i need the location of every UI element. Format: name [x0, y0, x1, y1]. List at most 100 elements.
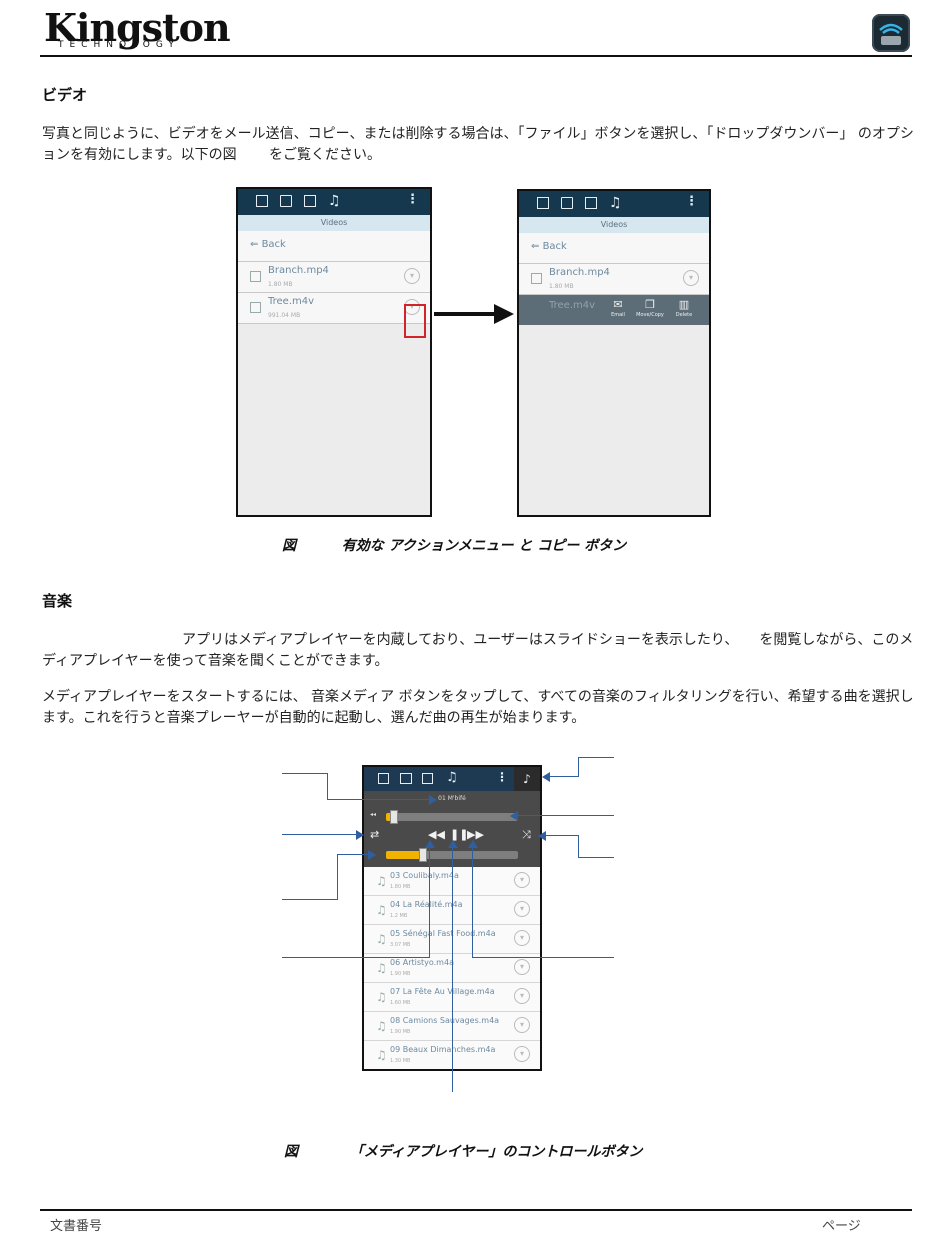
dropdown-icon: ▾ — [514, 959, 530, 975]
video-icon — [304, 195, 316, 207]
video-paragraph: 写真と同じように、ビデオをメール送信、コピー、または削除する場合は、「ファイル」… — [42, 126, 914, 163]
photo-icon — [280, 195, 292, 207]
now-playing-title: 01 M'bifé — [438, 795, 466, 802]
progress-knob — [419, 848, 427, 862]
kingston-logo: Kingston — [44, 5, 231, 50]
song-title: 06 Artistyo.m4a — [390, 958, 454, 967]
email-icon: ✉ — [613, 298, 623, 311]
file-name: Branch.mp4 — [268, 265, 329, 276]
dropdown-icon: ▾ — [514, 988, 530, 1004]
shuffle-icon: ⤨ — [522, 828, 531, 841]
song-size: 1.60 MB — [390, 1000, 411, 1006]
wifi-drive-app-icon — [872, 14, 910, 52]
more-icon: ⋮ — [685, 194, 698, 209]
document-icon — [537, 197, 549, 209]
callout-line — [327, 773, 328, 800]
callout-arrow-icon — [510, 811, 518, 821]
caption-text: 有効な アクションメニュー と コピー ボタン — [341, 538, 627, 554]
callout-line — [546, 835, 579, 836]
figure-caption-video: 図 有効な アクションメニュー と コピー ボタン — [282, 535, 626, 555]
footer-rule — [40, 1209, 912, 1211]
song-title: 04 La Réalité.m4a — [390, 900, 463, 909]
copy-icon: ❐ — [645, 298, 655, 311]
doc-number-label: 文書番号 — [50, 1219, 103, 1234]
video-icon — [585, 197, 597, 209]
callout-arrow-icon — [356, 830, 364, 840]
callout-arrow-icon — [425, 840, 435, 848]
callout-line — [578, 757, 579, 777]
callout-line — [578, 757, 614, 758]
music-file-icon: ♫ — [376, 1048, 387, 1062]
video-phone-after: ♫ ⋮ Videos ⇐ Back Branch.mp4 1.80 MB ▾ T… — [517, 189, 711, 517]
callout-line — [337, 854, 368, 855]
back-label: ⇐ Back — [250, 239, 286, 250]
pause-icon: ❚❚ — [450, 828, 469, 841]
video-file-icon — [250, 302, 261, 313]
dropdown-highlight-box — [404, 304, 426, 338]
callout-line — [550, 776, 579, 777]
document-icon — [378, 773, 389, 784]
more-icon: ⋮ — [496, 770, 508, 784]
file-size: 1.80 MB — [549, 283, 574, 290]
volume-knob — [390, 810, 398, 824]
song-title: 07 La Fête Au Village.m4a — [390, 987, 495, 996]
song-size: 1.30 MB — [390, 1058, 411, 1064]
callout-line — [429, 848, 430, 958]
music-file-icon: ♫ — [376, 903, 387, 917]
caption-text: 「メディアプレイヤー」のコントロールボタン — [349, 1144, 643, 1160]
callout-line — [472, 957, 614, 958]
callout-line — [472, 848, 473, 958]
phone-tab-bar: ♫ ⋮ — [519, 191, 709, 217]
caption-fig-label: 図 — [282, 538, 296, 554]
email-button: ✉ Email — [603, 299, 633, 319]
document-icon — [256, 195, 268, 207]
dropdown-icon: ▾ — [514, 901, 530, 917]
email-label: Email — [611, 312, 625, 318]
dropdown-icon: ▾ — [514, 1017, 530, 1033]
photo-icon — [561, 197, 573, 209]
callout-arrow-icon — [542, 772, 550, 782]
music-file-icon: ♫ — [376, 990, 387, 1004]
file-name: Branch.mp4 — [549, 267, 610, 278]
file-size: 1.80 MB — [268, 281, 293, 288]
dropdown-icon: ▾ — [514, 1046, 530, 1062]
repeat-icon: ⇄ — [370, 828, 380, 841]
video-heading: ビデオ — [42, 86, 88, 104]
delete-button: ▥ Delete — [669, 299, 699, 319]
trash-icon: ▥ — [678, 298, 690, 311]
back-row: ⇐ Back — [238, 231, 430, 262]
music-paragraph-2: メディアプレイヤーをスタートするには、 音楽メディア ボタンをタップして、すべて… — [42, 689, 914, 726]
previous-icon: ◀◀ — [428, 828, 445, 841]
song-size: 1.90 MB — [390, 1029, 411, 1035]
callout-line — [282, 899, 338, 900]
file-name: Tree.m4v — [549, 300, 596, 311]
song-size: 1.80 MB — [390, 884, 411, 890]
phone-subbar: Videos — [519, 217, 709, 233]
video-icon — [422, 773, 433, 784]
music-paragraph-1: アプリはメディアプレイヤーを内蔵しており、ユーザーはスライドショーを表示したり、… — [42, 632, 914, 669]
callout-line — [578, 857, 614, 858]
volume-icon: ◂◂ — [370, 811, 377, 818]
kingston-logo-sub: TECHNOLOGY — [58, 40, 180, 50]
video-file-icon — [250, 271, 261, 282]
file-name: Tree.m4v — [268, 296, 315, 307]
header-rule — [40, 55, 912, 57]
callout-line — [518, 815, 614, 816]
more-icon: ⋮ — [406, 192, 419, 207]
dropdown-icon: ▾ — [404, 268, 420, 284]
callout-arrow-icon — [429, 795, 437, 805]
back-row: ⇐ Back — [519, 233, 709, 264]
callout-line — [282, 773, 328, 774]
music-icon: ♫ — [328, 193, 341, 209]
page-label: ページ — [822, 1219, 861, 1234]
phone-tab-bar: ♫ ⋮ — [238, 189, 430, 215]
music-icon: ♫ — [609, 195, 622, 211]
video-phone-before: ♫ ⋮ Videos ⇐ Back Branch.mp4 1.80 MB ▾ T… — [236, 187, 432, 517]
next-icon: ▶▶ — [467, 828, 484, 841]
song-title: 05 Sénégal Fast Food.m4a — [390, 929, 496, 938]
music-icon: ♫ — [446, 770, 458, 785]
player-controls-area: ♫ ⋮ ♪ 01 M'bifé ◂◂ ⇄ ◀◀ ❚❚ ▶▶ ⤨ — [364, 767, 540, 867]
file-size: 991.04 MB — [268, 312, 301, 319]
dropdown-icon: ▾ — [683, 270, 699, 286]
music-file-icon: ♫ — [376, 932, 387, 946]
